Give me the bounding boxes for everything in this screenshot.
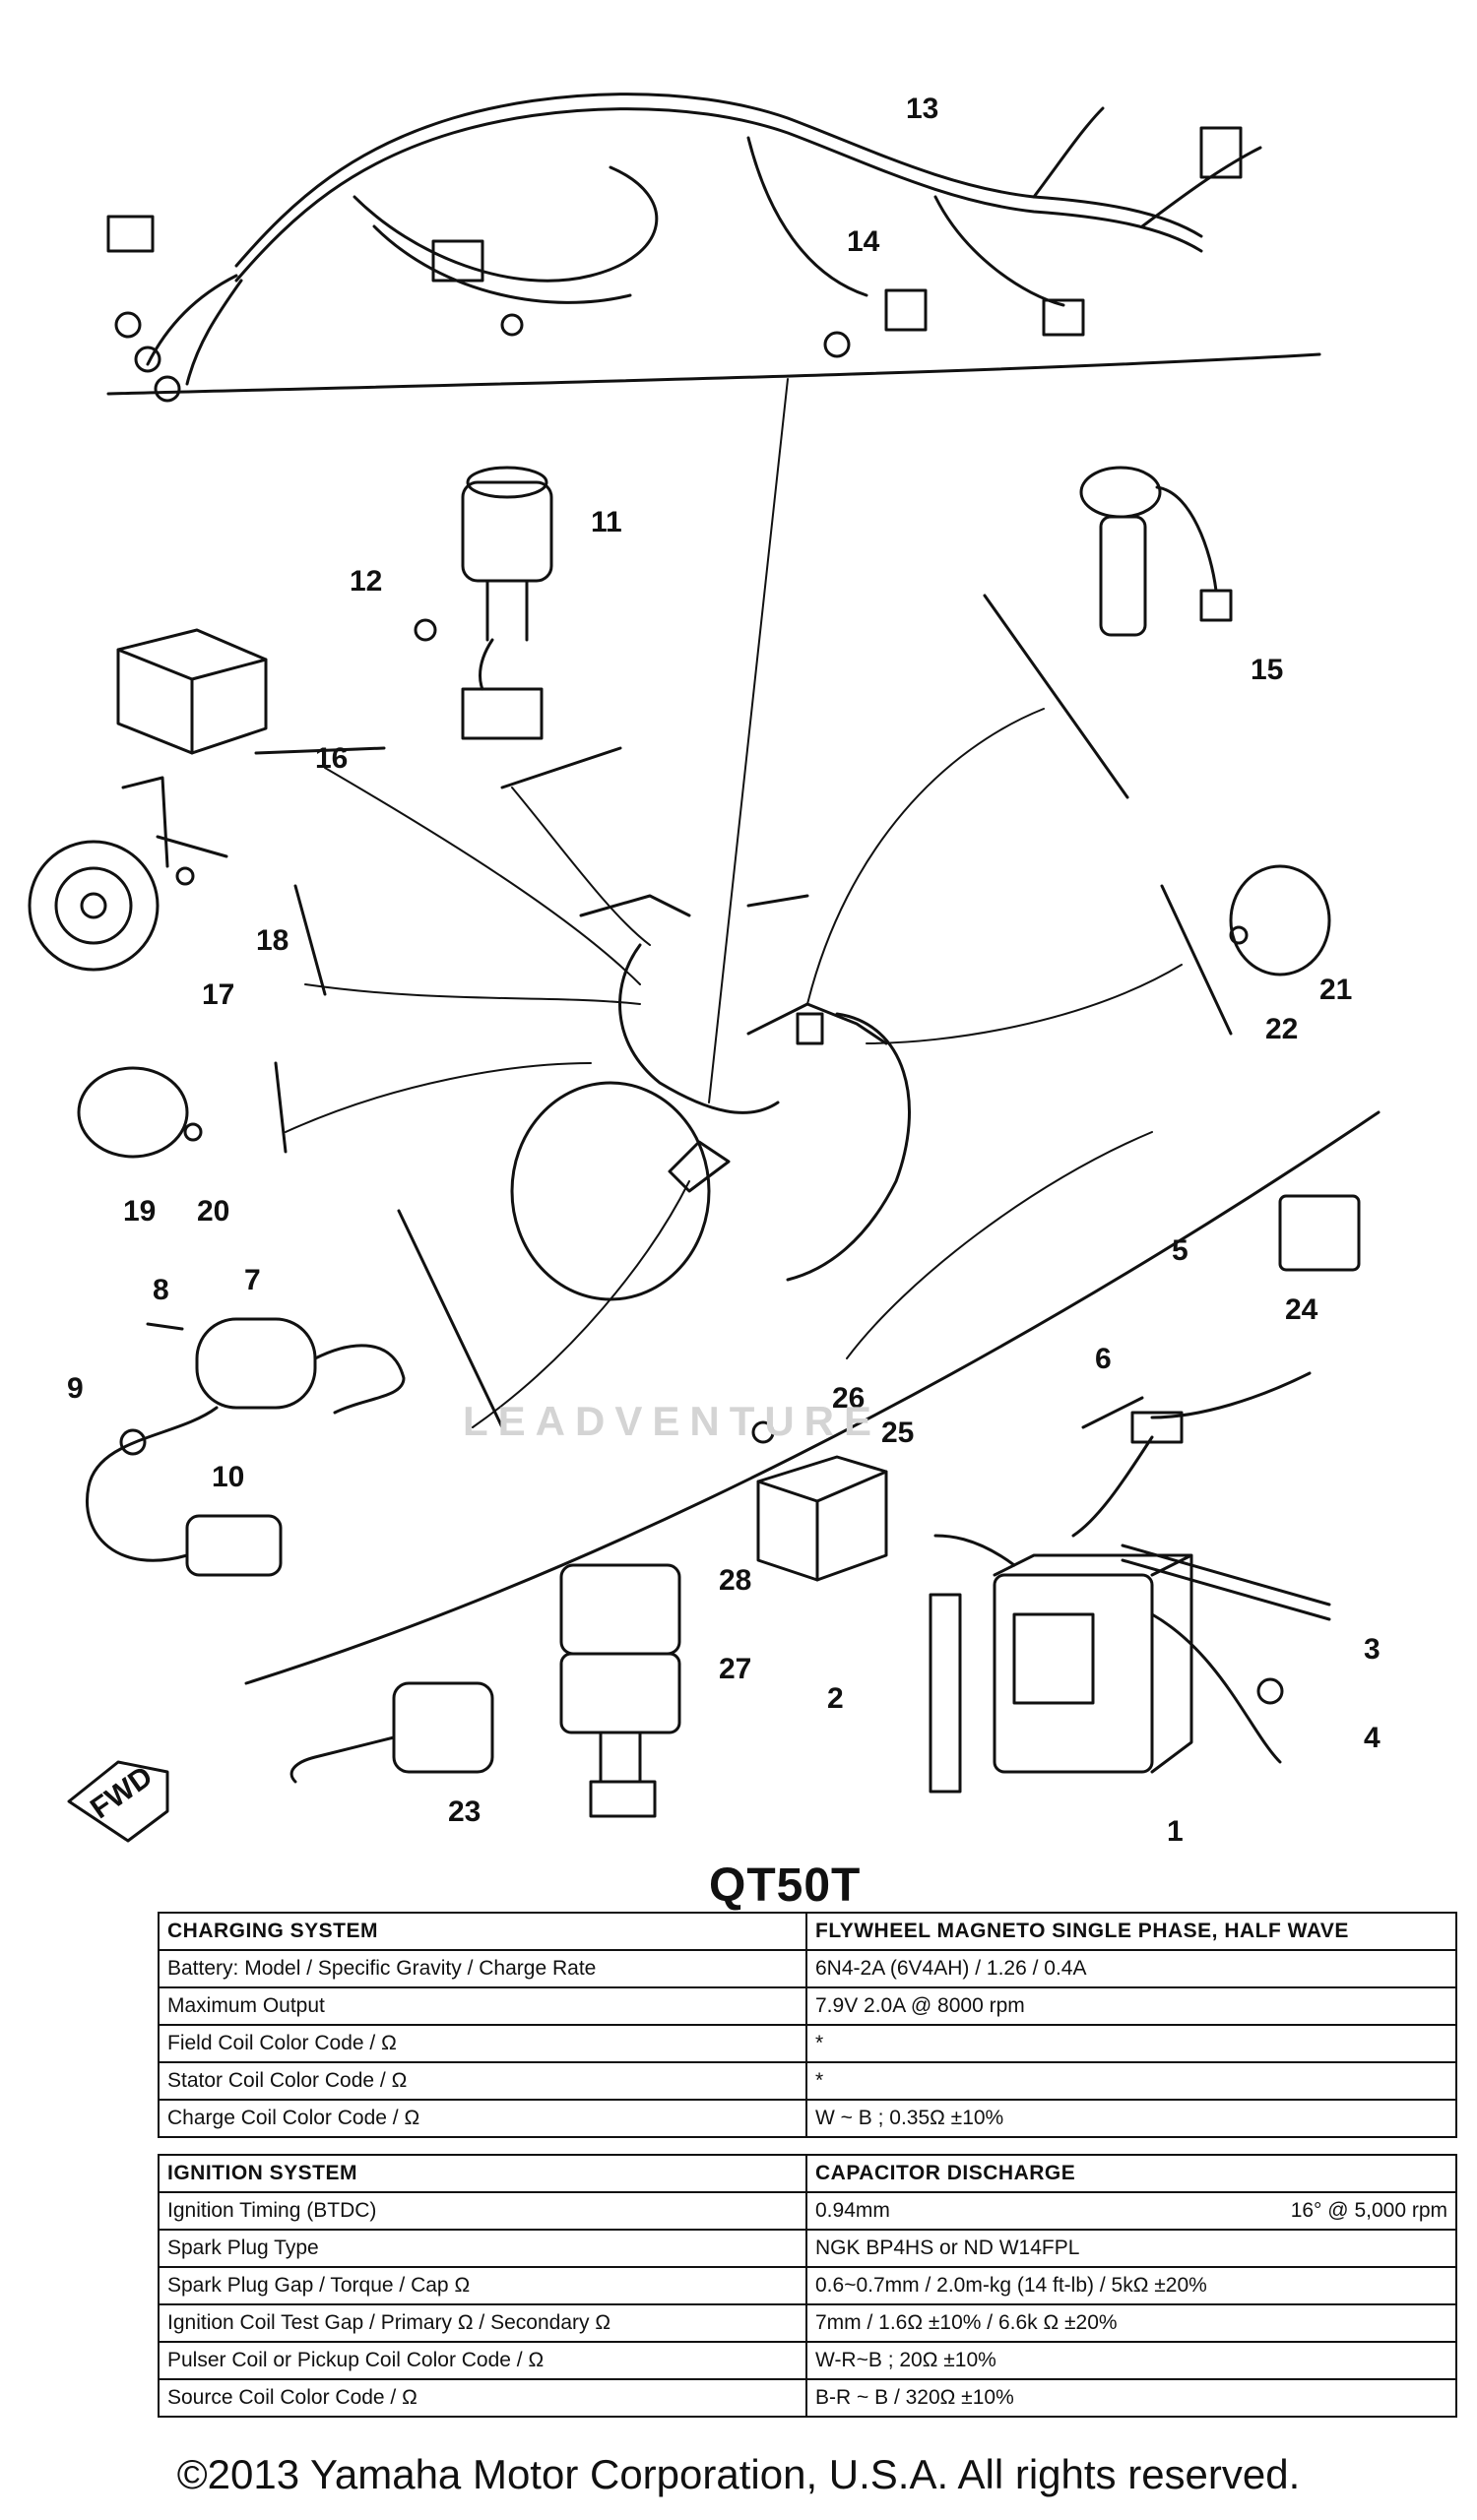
callout-25: 25 — [881, 1417, 914, 1449]
callout-26: 26 — [832, 1382, 865, 1415]
callout-9: 9 — [67, 1372, 84, 1405]
cdi-unit — [751, 1420, 888, 1582]
callout-24: 24 — [1285, 1293, 1318, 1326]
table-row: Ignition Timing (BTDC) 0.94mm 16° @ 5,00… — [158, 2191, 1457, 2231]
table-row: Spark Plug Gap / Torque / Cap Ω 0.6~0.7m… — [158, 2266, 1457, 2305]
horn — [28, 776, 228, 972]
callout-17: 17 — [202, 978, 234, 1011]
flasher-relay — [116, 628, 268, 755]
callout-11: 11 — [591, 506, 622, 538]
spec-label: Spark Plug Type — [158, 2229, 807, 2268]
callout-16: 16 — [315, 742, 348, 775]
model-title: QT50T — [709, 1859, 862, 1912]
callout-27: 27 — [719, 1653, 751, 1685]
ignition-coil — [86, 1317, 406, 1577]
timing-degrees: 16° @ 5,000 rpm — [1290, 2199, 1447, 2222]
table-row: Spark Plug Type NGK BP4HS or ND W14FPL — [158, 2229, 1457, 2268]
callout-15: 15 — [1251, 654, 1283, 686]
spec-value: 0.94mm 16° @ 5,000 rpm — [805, 2191, 1457, 2231]
fuel-sender — [1079, 466, 1233, 637]
copyright-notice: ©2013 Yamaha Motor Corporation, U.S.A. A… — [176, 2451, 1301, 2497]
callout-28: 28 — [719, 1564, 751, 1597]
spec-value: W ~ B ; 0.35Ω ±10% — [805, 2099, 1457, 2138]
spec-value: B-R ~ B / 320Ω ±10% — [805, 2378, 1457, 2418]
callout-21: 21 — [1319, 974, 1352, 1006]
charging-header-label: CHARGING SYSTEM — [158, 1912, 807, 1951]
callout-5: 5 — [1172, 1234, 1188, 1267]
table-row: Ignition Coil Test Gap / Primary Ω / Sec… — [158, 2303, 1457, 2343]
fwd-label: FWD — [85, 1760, 159, 1825]
callout-6: 6 — [1095, 1343, 1112, 1375]
fwd-arrow — [67, 1760, 169, 1843]
spec-value: 7mm / 1.6Ω ±10% / 6.6k Ω ±20% — [805, 2303, 1457, 2343]
leader-lines — [285, 708, 1183, 1428]
spec-label: Spark Plug Gap / Torque / Cap Ω — [158, 2266, 807, 2305]
spec-label: Ignition Coil Test Gap / Primary Ω / Sec… — [158, 2303, 807, 2343]
callout-2: 2 — [827, 1682, 844, 1715]
ignition-header-label: IGNITION SYSTEM — [158, 2154, 807, 2193]
spec-label: Battery: Model / Specific Gravity / Char… — [158, 1949, 807, 1988]
starter-relay — [559, 1563, 681, 1818]
spec-label: Field Coil Color Code / Ω — [158, 2024, 807, 2063]
spec-value: 0.6~0.7mm / 2.0m-kg (14 ft-lb) / 5kΩ ±20… — [805, 2266, 1457, 2305]
callout-13: 13 — [906, 93, 938, 125]
exploded-parts-diagram: 13 14 11 12 15 16 18 17 21 22 19 20 8 7 … — [28, 93, 1381, 1848]
callout-19: 19 — [123, 1195, 156, 1228]
spec-label: Stator Coil Color Code / Ω — [158, 2061, 807, 2101]
callout-8: 8 — [153, 1274, 169, 1306]
wire-harness — [106, 93, 1262, 403]
callout-23: 23 — [448, 1796, 481, 1828]
scooter-outline — [510, 894, 911, 1301]
spec-value: * — [805, 2061, 1457, 2101]
ignition-lamp — [289, 1681, 494, 1784]
callout-3: 3 — [1364, 1633, 1381, 1666]
main-switch — [461, 466, 553, 740]
callout-1: 1 — [1167, 1815, 1184, 1848]
spec-label: Charge Coil Color Code / Ω — [158, 2099, 807, 2138]
callout-10: 10 — [212, 1461, 244, 1493]
spec-label: Pulser Coil or Pickup Coil Color Code / … — [158, 2341, 807, 2380]
spec-value: W-R~B ; 20Ω ±10% — [805, 2341, 1457, 2380]
table-row: Stator Coil Color Code / Ω * — [158, 2061, 1457, 2101]
callout-4: 4 — [1364, 1722, 1381, 1754]
spec-value: NGK BP4HS or ND W14FPL — [805, 2229, 1457, 2268]
regulator — [1278, 1194, 1361, 1272]
callout-12: 12 — [350, 565, 382, 598]
table-row: IGNITION SYSTEM Capacitor Discharge — [158, 2154, 1457, 2193]
ignition-system-table: IGNITION SYSTEM Capacitor Discharge Igni… — [158, 2154, 1457, 2418]
charging-header-value: Flywheel Magneto Single Phase, Half Wave — [805, 1912, 1457, 1951]
spec-value: 6N4-2A (6V4AH) / 1.26 / 0.4A — [805, 1949, 1457, 1988]
callout-14: 14 — [847, 225, 880, 258]
callout-22: 22 — [1265, 1013, 1298, 1045]
table-row: Battery: Model / Specific Gravity / Char… — [158, 1949, 1457, 1988]
battery — [929, 1534, 1331, 1794]
charging-system-table: CHARGING SYSTEM Flywheel Magneto Single … — [158, 1912, 1457, 2138]
table-row: Maximum Output 7.9V 2.0A @ 8000 rpm — [158, 1986, 1457, 2026]
callout-20: 20 — [197, 1195, 229, 1228]
spec-label: Source Coil Color Code / Ω — [158, 2378, 807, 2418]
spec-label: Maximum Output — [158, 1986, 807, 2026]
callout-7: 7 — [244, 1264, 261, 1296]
timing-gap: 0.94mm — [815, 2199, 890, 2222]
spec-value: * — [805, 2024, 1457, 2063]
table-row: Field Coil Color Code / Ω * — [158, 2024, 1457, 2063]
table-row: Charge Coil Color Code / Ω W ~ B ; 0.35Ω… — [158, 2099, 1457, 2138]
spec-label: Ignition Timing (BTDC) — [158, 2191, 807, 2231]
spec-value: 7.9V 2.0A @ 8000 rpm — [805, 1986, 1457, 2026]
table-row: Pulser Coil or Pickup Coil Color Code / … — [158, 2341, 1457, 2380]
table-row: CHARGING SYSTEM Flywheel Magneto Single … — [158, 1912, 1457, 1951]
ignition-header-value: Capacitor Discharge — [805, 2154, 1457, 2193]
watermark: LEADVENTURE — [463, 1398, 882, 1444]
table-row: Source Coil Color Code / Ω B-R ~ B / 320… — [158, 2378, 1457, 2418]
callout-18: 18 — [256, 924, 289, 957]
